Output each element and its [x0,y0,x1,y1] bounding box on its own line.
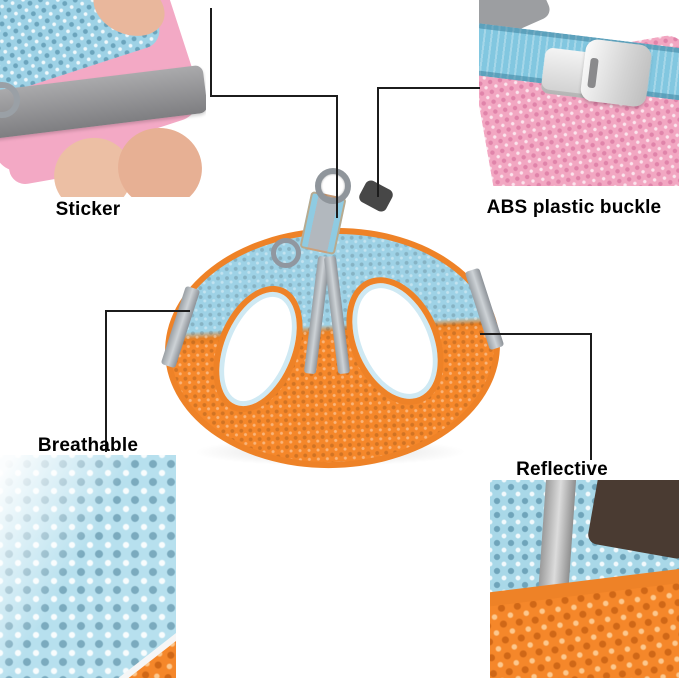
metal-d-ring [0,82,20,118]
callout-line-sticker-to-harness [336,95,338,218]
harness-product-photo [160,168,505,474]
side-d-ring [271,238,301,268]
sticker-detail-photo [0,0,206,197]
leash-clip [357,178,395,214]
sticker-label: Sticker [55,199,121,220]
buckle-detail-photo [479,0,679,186]
breathable-label: Breathable [37,435,139,456]
callout-line-buckle-horizontal [377,87,480,89]
leash-d-ring [315,168,351,204]
callout-line-sticker-horizontal [210,95,338,97]
callout-line-buckle-to-harness [377,87,379,197]
reflective-detail-photo [490,480,679,678]
light-sheen-highlight [0,455,176,678]
reflective-label: Reflective [516,459,608,480]
breathable-detail-photo [0,455,176,678]
callout-line-reflective-vertical [590,333,592,460]
callout-line-reflective-horizontal [480,333,592,335]
callout-line-breathable-vertical [105,310,107,452]
abs-plastic-buckle-label: ABS plastic buckle [486,197,662,218]
callout-line-breathable-horizontal [105,310,190,312]
callout-line-sticker-vertical [210,8,212,96]
